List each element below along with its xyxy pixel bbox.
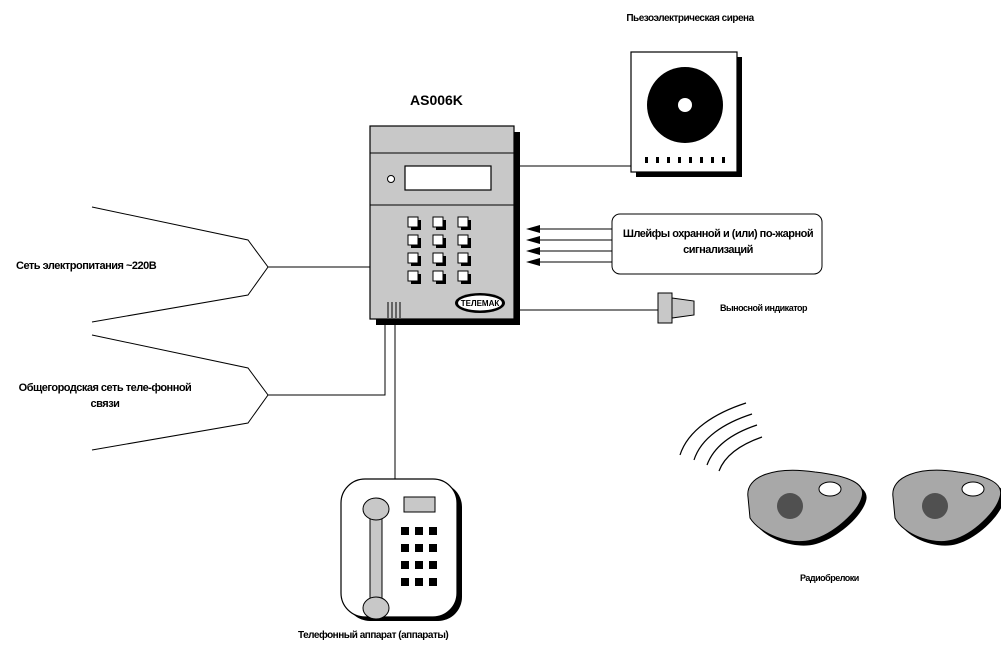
device-model-label: AS006K <box>410 92 463 108</box>
alarm-loop-inputs <box>526 213 823 275</box>
phone-key <box>429 544 437 552</box>
remote-indicator <box>657 292 695 324</box>
phone-key <box>401 561 409 569</box>
device-key <box>457 234 469 246</box>
device-key <box>457 270 469 282</box>
svg-text:ТЕЛЕМАК: ТЕЛЕМАК <box>461 299 500 308</box>
piezo-siren <box>630 51 742 177</box>
control-panel-device: ТЕЛЕМАК <box>369 125 520 325</box>
telephone-set <box>340 478 462 621</box>
phone-key <box>401 527 409 535</box>
alarm-loops-label: Шлейфы охранной и (или) по-жарной сигнал… <box>622 228 814 256</box>
phone-key <box>415 578 423 586</box>
device-key <box>432 270 444 282</box>
device-key <box>457 216 469 228</box>
phone-key <box>429 578 437 586</box>
remote-indicator-label: Выносной индикатор <box>720 303 807 313</box>
radio-fobs-label: Радиобрелоки <box>800 573 859 583</box>
power-network-label: Сеть электропитания ~220В <box>16 260 157 272</box>
device-key <box>407 270 419 282</box>
phone-key <box>401 578 409 586</box>
wires <box>91 165 658 480</box>
brand-badge: ТЕЛЕМАК <box>455 293 505 313</box>
radio-key-fob-1 <box>747 469 867 546</box>
radio-waves <box>679 402 763 472</box>
device-key <box>407 252 419 264</box>
phone-key <box>429 561 437 569</box>
device-keypad <box>407 216 471 284</box>
device-key <box>457 252 469 264</box>
phone-network-label: Общегородская сеть теле-фонной связи <box>18 382 192 410</box>
phone-key <box>415 561 423 569</box>
device-key <box>432 216 444 228</box>
phone-key <box>401 544 409 552</box>
phone-key <box>415 527 423 535</box>
device-key <box>407 234 419 246</box>
device-key <box>432 252 444 264</box>
siren-label: Пьезоэлектрическая сирена <box>626 13 754 24</box>
radio-key-fob-2 <box>892 469 1001 546</box>
device-key <box>407 216 419 228</box>
phone-key <box>415 544 423 552</box>
telephone-label: Телефонный аппарат (аппараты) <box>298 630 449 641</box>
device-key <box>432 234 444 246</box>
phone-key <box>429 527 437 535</box>
